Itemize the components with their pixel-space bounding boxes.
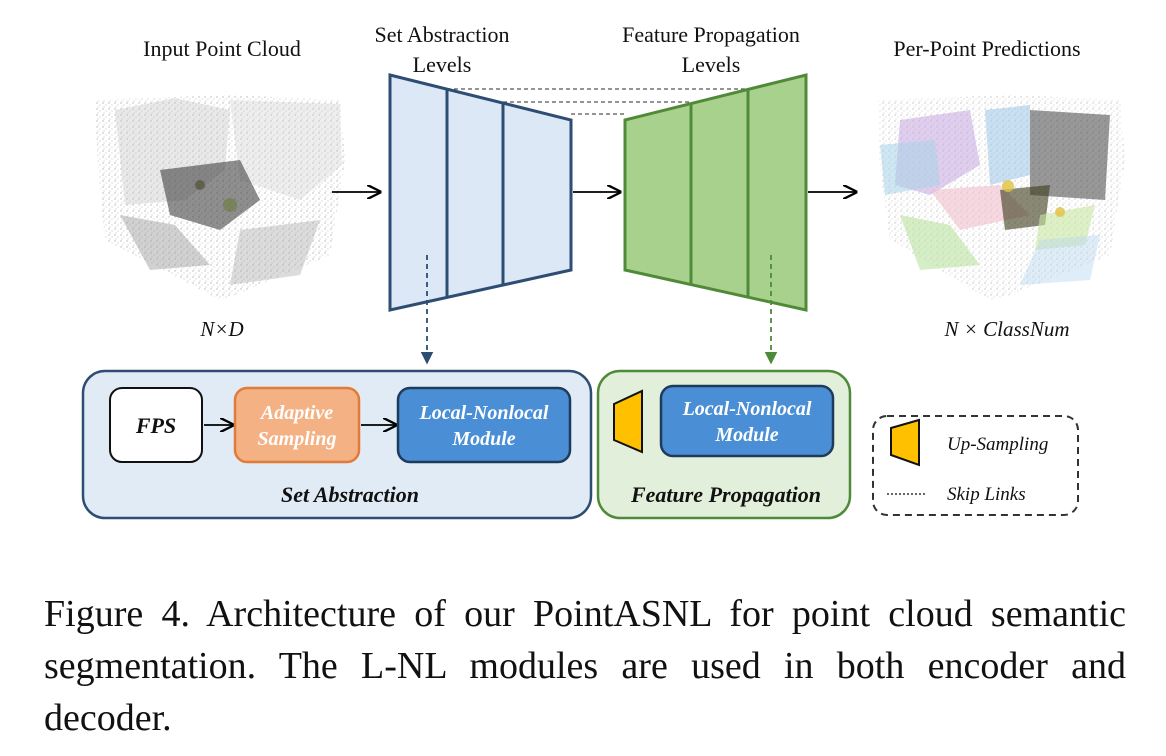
adaptive-sampling-label-1: Adaptive [259,402,333,424]
set-abstraction-box: FPS Adaptive Sampling Local-Nonlocal Mod… [81,369,593,520]
output-dim-label: N × ClassNum [943,317,1069,341]
output-label: Per-Point Predictions [893,36,1080,61]
sa-local-nonlocal-block [396,386,572,464]
input-label: Input Point Cloud [143,36,301,61]
fps-block [109,387,203,463]
output-predictions-image [878,95,1125,300]
feature-propagation-title: Feature Propagation [630,482,821,507]
decoder-feature-propagation-levels [623,73,808,312]
figure-caption: Figure 4. Architecture of our PointASNL … [44,593,1126,739]
adaptive-sampling-block [233,386,361,464]
encoder-set-abstraction-levels [388,73,573,312]
legend-upsampling-icon [890,418,920,467]
sa-local-nonlocal-label-1: Local-Nonlocal [419,402,549,424]
set-abstraction-title: Set Abstraction [281,482,419,507]
input-point-cloud-image [95,95,345,300]
fp-local-nonlocal-label-1: Local-Nonlocal [682,398,812,420]
legend: Up-Sampling Skip Links [872,415,1079,516]
architecture-diagram: Input Point Cloud Set Abstraction Levels… [81,22,1125,520]
legend-upsampling-label: Up-Sampling [947,434,1048,455]
feature-propagation-levels-label-1: Feature Propagation [622,22,800,47]
set-abstraction-levels-label-1: Set Abstraction [374,22,509,47]
feature-propagation-levels-label-2: Levels [682,52,741,77]
feature-propagation-box: Local-Nonlocal Module Feature Propagatio… [596,369,852,520]
input-dim-label: N×D [199,317,243,341]
skip-links [447,88,748,115]
legend-skip-links-label: Skip Links [947,484,1026,505]
set-abstraction-levels-label-2: Levels [413,52,472,77]
sa-local-nonlocal-label-2: Module [451,428,515,450]
fp-local-nonlocal-block [659,384,835,458]
fps-label: FPS [135,413,176,438]
fp-local-nonlocal-label-2: Module [714,424,778,446]
upsampling-icon [613,389,643,454]
adaptive-sampling-label-2: Sampling [258,428,337,450]
